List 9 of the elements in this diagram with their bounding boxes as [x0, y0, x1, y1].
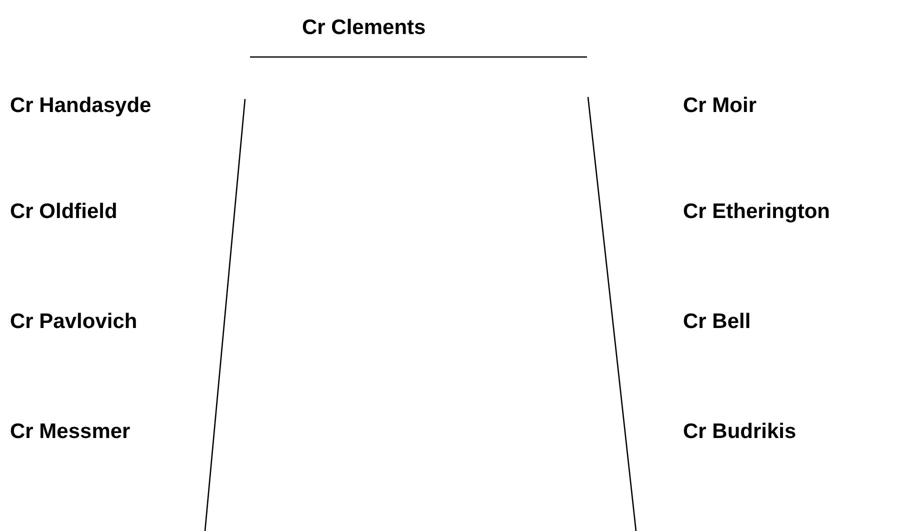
seat-name: Cr Oldfield: [10, 200, 118, 224]
seat-name: Cr Budrikis: [683, 420, 796, 444]
seat-name: Cr Messmer: [10, 420, 130, 444]
seat-name: Cr Clements: [302, 16, 426, 40]
seat-name: Cr Bell: [683, 310, 751, 334]
seat-name: Cr Moir: [683, 94, 756, 118]
seat-name: Cr Pavlovich: [10, 310, 138, 334]
seat-name: Cr Handasyde: [10, 94, 152, 118]
seat-name: Cr Etherington: [683, 200, 830, 224]
